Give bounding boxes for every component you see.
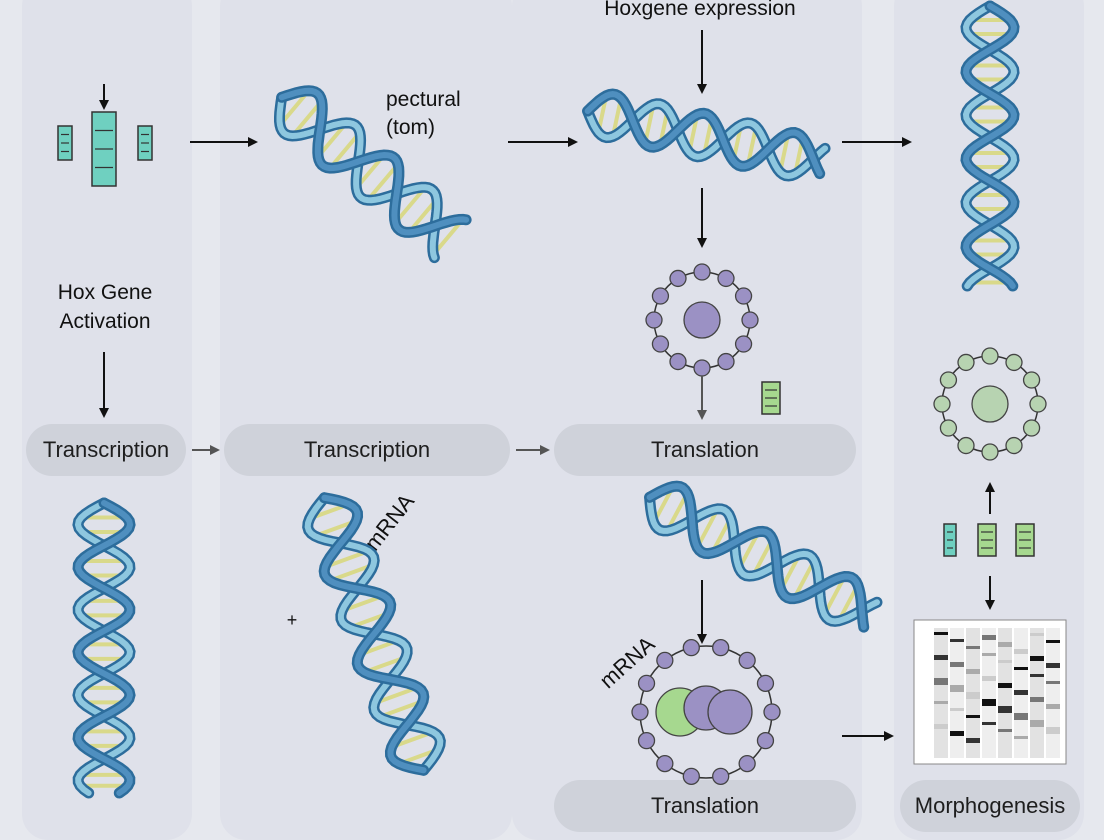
dna-helix-icon xyxy=(78,503,130,793)
gene-bar-icon xyxy=(1016,524,1034,556)
gene-bar-icon xyxy=(92,112,116,186)
gene-bar-icon xyxy=(978,524,996,556)
gene-bar-icon xyxy=(58,126,72,160)
dna-helix-icon xyxy=(638,476,881,636)
gene-bar-icon xyxy=(138,126,152,160)
dna-helix-icon xyxy=(265,77,467,258)
dna-helix-icon xyxy=(966,6,1014,286)
dna-helix-icon xyxy=(583,90,827,183)
gene-bar-icon xyxy=(762,382,780,414)
cell-ring-icon xyxy=(934,348,1046,460)
cell-ring-icon xyxy=(632,640,780,785)
gene-bar-icon xyxy=(944,524,956,556)
dna-helix-icon xyxy=(300,489,448,779)
cell-ring-icon xyxy=(646,264,758,376)
